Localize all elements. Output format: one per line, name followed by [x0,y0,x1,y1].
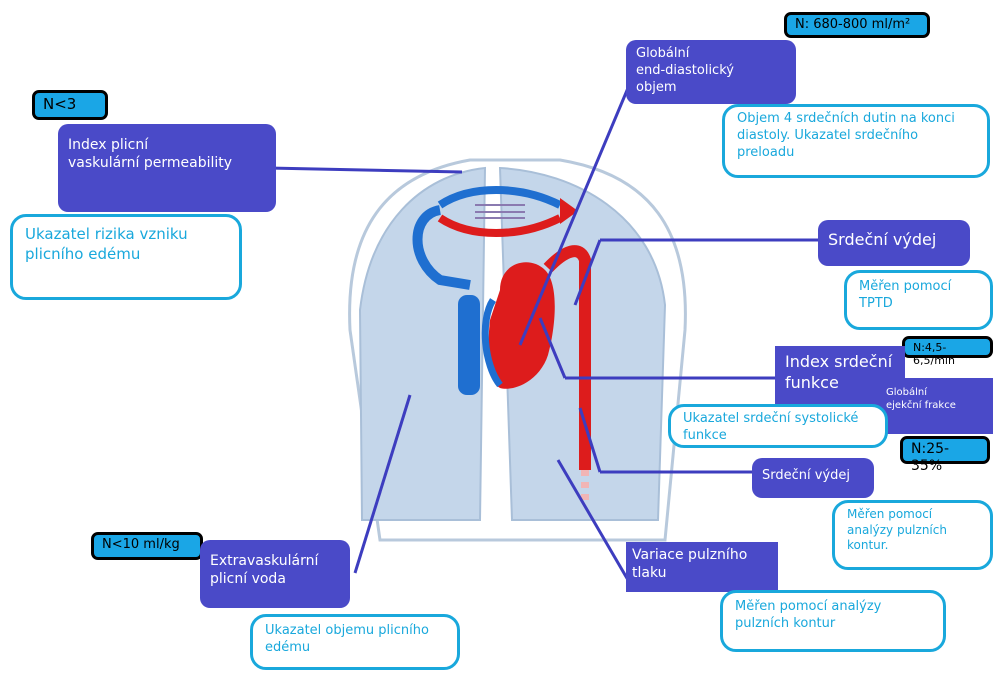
note-pvpi: Ukazatel rizika vzniku plicního edému [10,214,242,300]
label-cardiac-output-top: Srdeční výdej [818,220,970,266]
label-cardiac-output-bottom: Srdeční výdej [752,458,874,498]
note-ppv: Měřen pomocí analýzy pulzních kontur [720,590,946,652]
label-gef: Globální ejekční frakce [880,378,993,434]
note-cardiac-output-bottom: Měřen pomocí analýzy pulzních kontur. [832,500,993,570]
note-cardiac-output-top: Měřen pomocí TPTD [844,270,993,330]
norm-cfi: N:4,5-6,5/min [902,336,993,358]
norm-gedv: N: 680-800 ml/m² [784,12,930,38]
note-cfi: Ukazatel srdeční systolické funkce [668,404,888,448]
norm-pvpi: N<3 [32,90,108,120]
norm-gef: N:25-35% [900,436,990,464]
label-ppv: Variace pulzního tlaku [626,542,778,592]
label-evlw: Extravaskulární plicní voda [200,540,350,608]
note-gedv: Objem 4 srdečních dutin na konci diastol… [722,104,990,178]
note-evlw: Ukazatel objemu plicního edému [250,614,460,670]
label-pvpi: Index plicní vaskulární permeability [58,124,276,212]
label-gedv: Globální end-diastolický objem [626,40,796,104]
norm-evlw: N<10 ml/kg [91,532,203,560]
vena-cava [458,295,480,395]
